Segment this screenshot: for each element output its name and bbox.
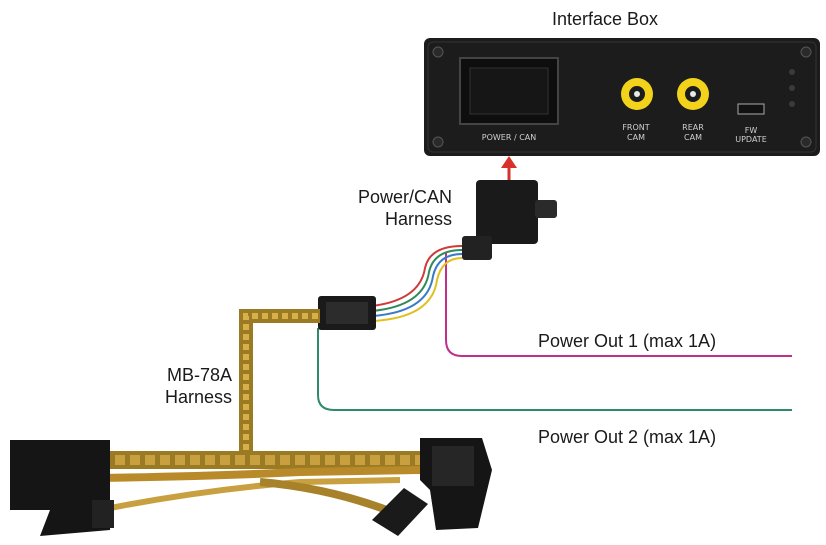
rear-cam-label: CAM <box>684 133 702 142</box>
label-line: MB-78A <box>166 365 232 385</box>
front-cam-label: FRONT <box>622 123 649 132</box>
power-can-harness-label: Power/CAN Harness <box>322 186 452 230</box>
power-out-1-label: Power Out 1 (max 1A) <box>538 331 717 351</box>
mid-connector <box>318 296 376 330</box>
led-icon <box>789 85 795 91</box>
front-cam-jack <box>621 78 653 110</box>
interface-box-title: Interface Box <box>552 9 659 29</box>
right-connector <box>372 438 492 536</box>
power-out-2-label: Power Out 2 (max 1A) <box>538 427 717 447</box>
usb-port <box>737 103 765 115</box>
power-can-port <box>459 57 559 125</box>
power-can-connector <box>462 180 557 260</box>
power-out-2-wire <box>317 328 792 411</box>
led-icon <box>789 101 795 107</box>
label-line: Harness <box>384 209 452 229</box>
power-out-1-wire <box>445 252 792 357</box>
front-cam-label: CAM <box>627 133 645 142</box>
mb-harness-bundle <box>99 309 440 516</box>
connection-arrow <box>501 156 517 180</box>
interface-box: POWER / CAN FRONT CAM REAR CAM FW UPDATE <box>424 38 820 156</box>
fw-label: FW <box>745 126 758 135</box>
label-line: Harness <box>164 387 232 407</box>
rear-cam-jack <box>677 78 709 110</box>
left-connector <box>10 440 114 536</box>
port-label: POWER / CAN <box>482 133 536 142</box>
fw-label: UPDATE <box>735 135 767 144</box>
led-icon <box>789 69 795 75</box>
rear-cam-label: REAR <box>682 123 704 132</box>
mb-harness-label: MB-78A Harness <box>122 364 232 408</box>
label-line: Power/CAN <box>357 187 452 207</box>
power-can-wires <box>371 245 463 322</box>
